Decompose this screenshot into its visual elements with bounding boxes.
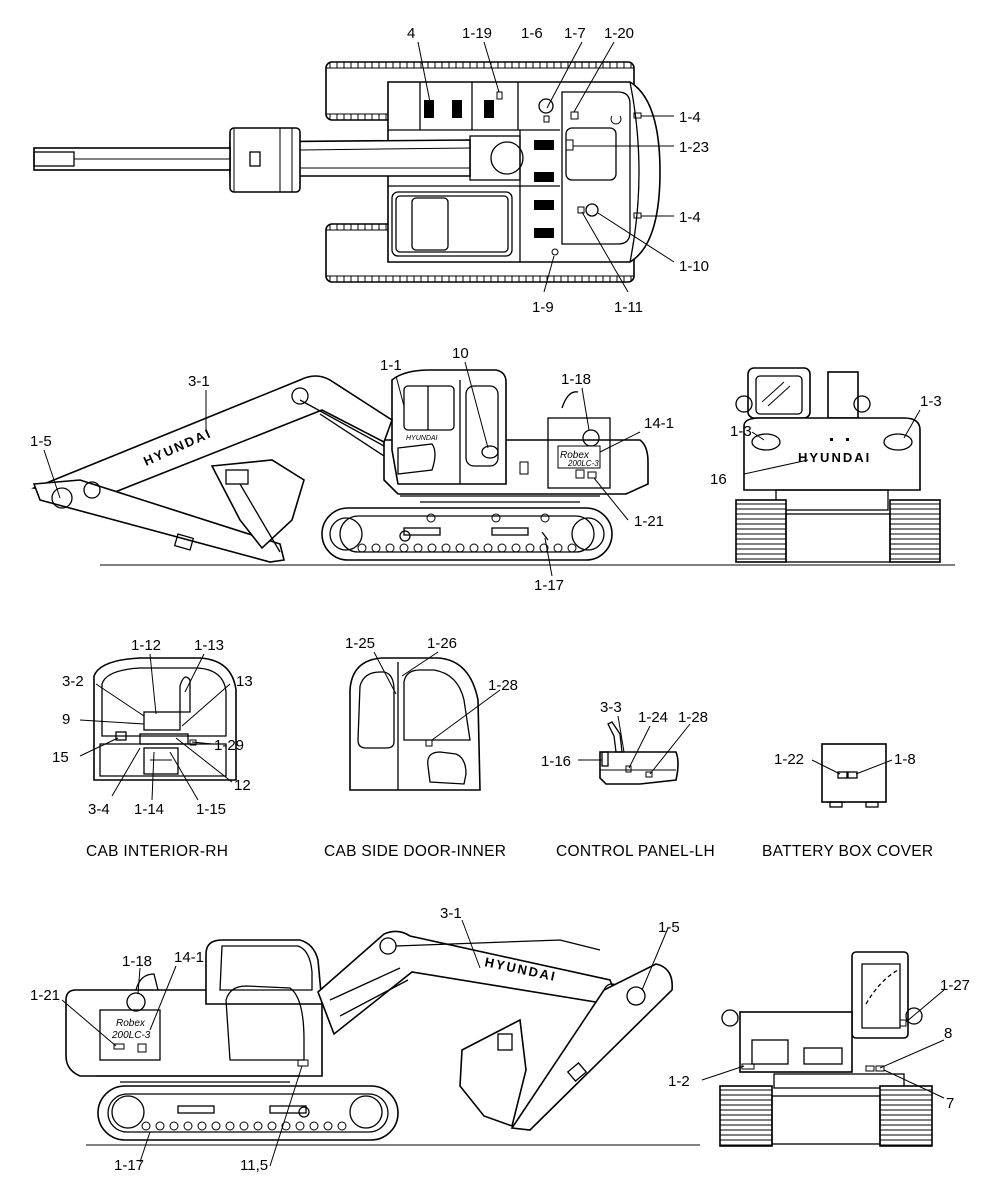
callout: 1-6 <box>521 25 543 42</box>
callout: 1-2 <box>668 1073 690 1090</box>
top-view-callouts: 4 1-19 1-6 1-7 1-20 1-4 1-23 1-4 1-10 1-… <box>407 25 709 316</box>
callout: 1-22 <box>774 751 804 768</box>
callout: 1-29 <box>214 737 244 754</box>
callout: 1-5 <box>30 433 52 450</box>
caption-battery-box: BATTERY BOX COVER <box>762 843 933 860</box>
detail-battery-box: 1-22 1-8 BATTERY BOX COVER <box>762 743 933 860</box>
callout: 3-4 <box>88 801 110 818</box>
detail-control-panel: 3-3 1-24 1-28 1-16 CONTROL PANEL-LH <box>541 699 715 860</box>
rear-brand-rh: HYUNDAI <box>798 450 871 465</box>
caption-control-panel: CONTROL PANEL-LH <box>556 843 715 860</box>
callout: 1-12 <box>131 637 161 654</box>
callout: 4 <box>407 25 415 42</box>
callout: 12 <box>234 777 251 794</box>
callout: 1-21 <box>30 987 60 1004</box>
battery-box-callouts: 1-22 1-8 <box>774 751 916 768</box>
callout: 1-11 <box>614 299 643 316</box>
callout: 11,5 <box>240 1157 268 1174</box>
callout: 1-15 <box>196 801 226 818</box>
cab-door-callouts: 1-25 1-26 1-28 <box>345 635 518 694</box>
caption-cab-door: CAB SIDE DOOR-INNER <box>324 843 506 860</box>
callout: 1-14 <box>134 801 164 818</box>
detail-cab-interior: 1-12 1-13 3-2 13 9 15 1-29 12 3-4 1-14 1… <box>52 637 253 860</box>
callout: 1-24 <box>638 709 668 726</box>
top-view: 4 1-19 1-6 1-7 1-20 1-4 1-23 1-4 1-10 1-… <box>33 25 709 316</box>
callout: 14-1 <box>174 949 204 966</box>
callout: 1-4 <box>679 209 701 226</box>
side-view-lh: Robex 200LC-3 HYUNDAI <box>30 905 970 1174</box>
callout: 1-13 <box>194 637 224 654</box>
callout: 1-1 <box>380 357 402 374</box>
callout: 1-18 <box>122 953 152 970</box>
callout: 1-19 <box>462 25 492 42</box>
svg-text:Robex: Robex <box>116 1018 146 1029</box>
callout: 1-16 <box>541 753 571 770</box>
control-panel-callouts: 3-3 1-24 1-28 1-16 <box>541 699 708 770</box>
callout: 14-1 <box>644 415 674 432</box>
callout: 7 <box>946 1095 954 1112</box>
callout: 3-1 <box>440 905 462 922</box>
side-view-lh-callouts: 3-1 1-5 1-18 14-1 1-21 1-27 8 1-2 7 1-17… <box>30 905 970 1174</box>
callout: 1-21 <box>634 513 664 530</box>
caption-cab-interior: CAB INTERIOR-RH <box>86 843 228 860</box>
callout: 1-8 <box>894 751 916 768</box>
callout: 1-9 <box>532 299 554 316</box>
svg-text:200LC-3: 200LC-3 <box>567 459 599 468</box>
callout: 1-3 <box>920 393 942 410</box>
callout: 1-10 <box>679 258 709 275</box>
detail-cab-door: 1-25 1-26 1-28 CAB SIDE DOOR-INNER <box>324 635 518 860</box>
callout: 10 <box>452 345 469 362</box>
callout: 1-17 <box>114 1157 144 1174</box>
callout: 3-1 <box>188 373 210 390</box>
callout: 1-26 <box>427 635 457 652</box>
svg-text:HYUNDAI: HYUNDAI <box>406 435 438 442</box>
side-view-rh-callouts: 3-1 1-1 10 1-18 1-3 1-3 1-5 14-1 16 1-21… <box>30 345 942 594</box>
cab-interior-callouts: 1-12 1-13 3-2 13 9 15 1-29 12 3-4 1-14 1… <box>52 637 253 818</box>
callout: 8 <box>944 1025 952 1042</box>
callout: 3-2 <box>62 673 84 690</box>
callout: 1-23 <box>679 139 709 156</box>
svg-text:200LC-3: 200LC-3 <box>111 1030 151 1041</box>
callout: 13 <box>236 673 253 690</box>
callout: 1-4 <box>679 109 701 126</box>
callout: 9 <box>62 711 70 728</box>
callout: 16 <box>710 471 727 488</box>
callout: 15 <box>52 749 69 766</box>
side-view-rh: HYUNDAI Robex 200LC-3 HYUNDAI <box>30 345 955 594</box>
callout: 1-28 <box>678 709 708 726</box>
callout: 1-28 <box>488 677 518 694</box>
callout: 1-20 <box>604 25 634 42</box>
callout: 1-7 <box>564 25 586 42</box>
callout: 1-5 <box>658 919 680 936</box>
callout: 1-17 <box>534 577 564 594</box>
callout: 3-3 <box>600 699 622 716</box>
callout: 1-27 <box>940 977 970 994</box>
callout: 1-3 <box>730 423 752 440</box>
callout: 1-25 <box>345 635 375 652</box>
callout: 1-18 <box>561 371 591 388</box>
svg-text:Robex: Robex <box>560 450 590 461</box>
